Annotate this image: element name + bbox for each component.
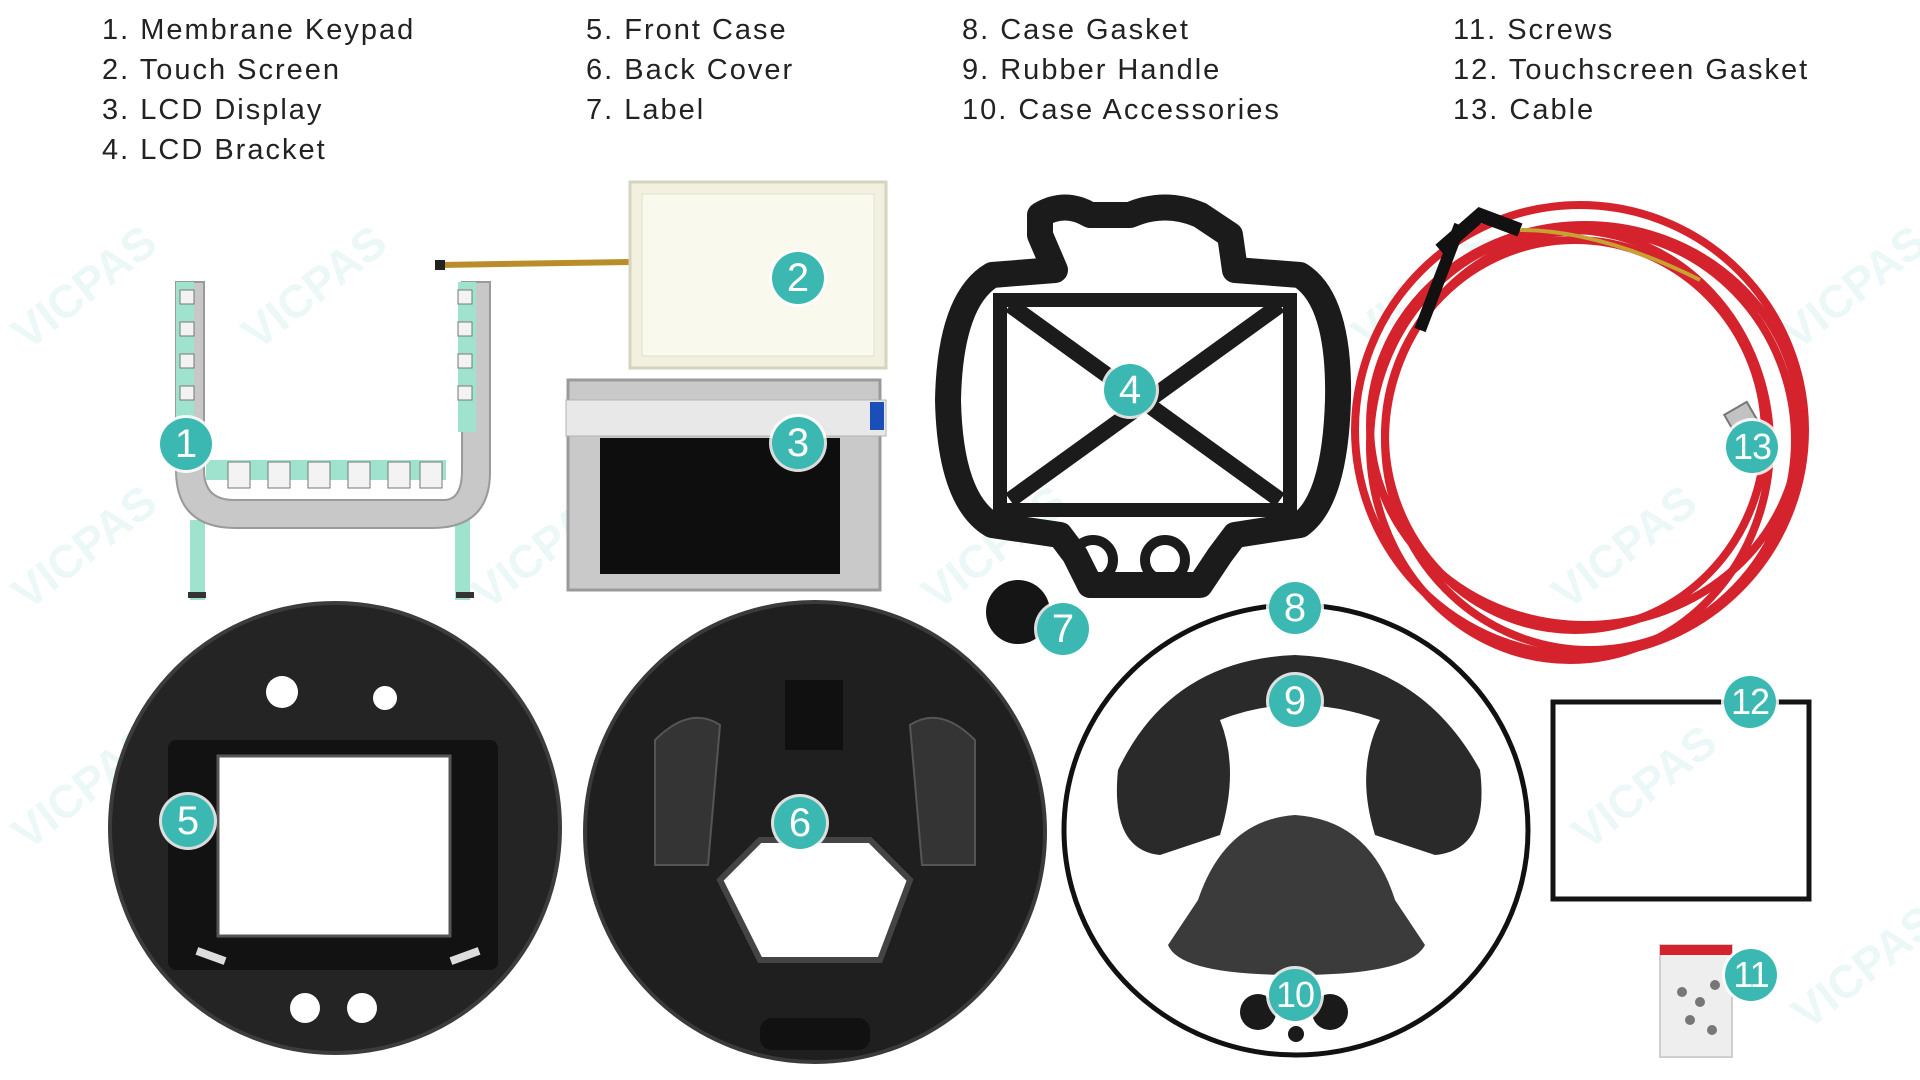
legend-column-1: 1. Membrane Keypad 2. Touch Screen 3. LC…: [102, 10, 415, 170]
callout-badge-13: 13: [1726, 421, 1778, 473]
back-cover-image: [583, 600, 1047, 1064]
front-case-image: [108, 601, 562, 1055]
screws-image: [1659, 944, 1733, 1058]
legend-item-screws: 11. Screws: [1453, 14, 1615, 46]
legend-item-lcd-display: 3. LCD Display: [102, 94, 324, 126]
rubber-handle-image: [1116, 655, 1482, 975]
legend-item-case-gasket: 8. Case Gasket: [962, 14, 1190, 46]
callout-badge-10: 10: [1269, 969, 1321, 1021]
lcd-display-image: [565, 378, 887, 592]
callout-badge-6: 6: [774, 797, 826, 849]
legend-item-case-accessories: 10. Case Accessories: [962, 94, 1281, 126]
callout-badge-2: 2: [772, 252, 824, 304]
legend-column-2: 5. Front Case 6. Back Cover 7. Label: [586, 10, 794, 130]
callout-badge-1: 1: [160, 418, 212, 470]
legend-item-front-case: 5. Front Case: [586, 14, 788, 46]
callout-badge-12: 12: [1724, 676, 1776, 728]
callout-badge-8: 8: [1269, 582, 1321, 634]
legend-item-label: 7. Label: [586, 94, 706, 126]
legend-item-touch-screen: 2. Touch Screen: [102, 54, 342, 86]
parts-legend: 1. Membrane Keypad 2. Touch Screen 3. LC…: [0, 10, 1920, 170]
legend-item-touchscreen-gasket: 12. Touchscreen Gasket: [1453, 54, 1810, 86]
membrane-keypad-image: [175, 281, 491, 600]
label-image: [986, 580, 1050, 644]
callout-badge-11: 11: [1725, 949, 1777, 1001]
legend-item-back-cover: 6. Back Cover: [586, 54, 795, 86]
legend-column-3: 8. Case Gasket 9. Rubber Handle 10. Case…: [962, 10, 1281, 130]
legend-column-4: 11. Screws 12. Touchscreen Gasket 13. Ca…: [1453, 10, 1809, 130]
legend-item-membrane-keypad: 1. Membrane Keypad: [102, 14, 416, 46]
touch-screen-image: [435, 180, 888, 370]
case-accessories-image: [1240, 994, 1348, 1042]
legend-item-cable: 13. Cable: [1453, 94, 1596, 126]
callout-badge-3: 3: [772, 417, 824, 469]
callout-badge-9: 9: [1269, 675, 1321, 727]
callout-badge-4: 4: [1104, 364, 1156, 416]
legend-item-lcd-bracket: 4. LCD Bracket: [102, 134, 327, 166]
callout-badge-5: 5: [162, 795, 214, 847]
legend-item-rubber-handle: 9. Rubber Handle: [962, 54, 1222, 86]
callout-badge-7: 7: [1037, 603, 1089, 655]
touchscreen-gasket-image: [1550, 699, 1812, 902]
